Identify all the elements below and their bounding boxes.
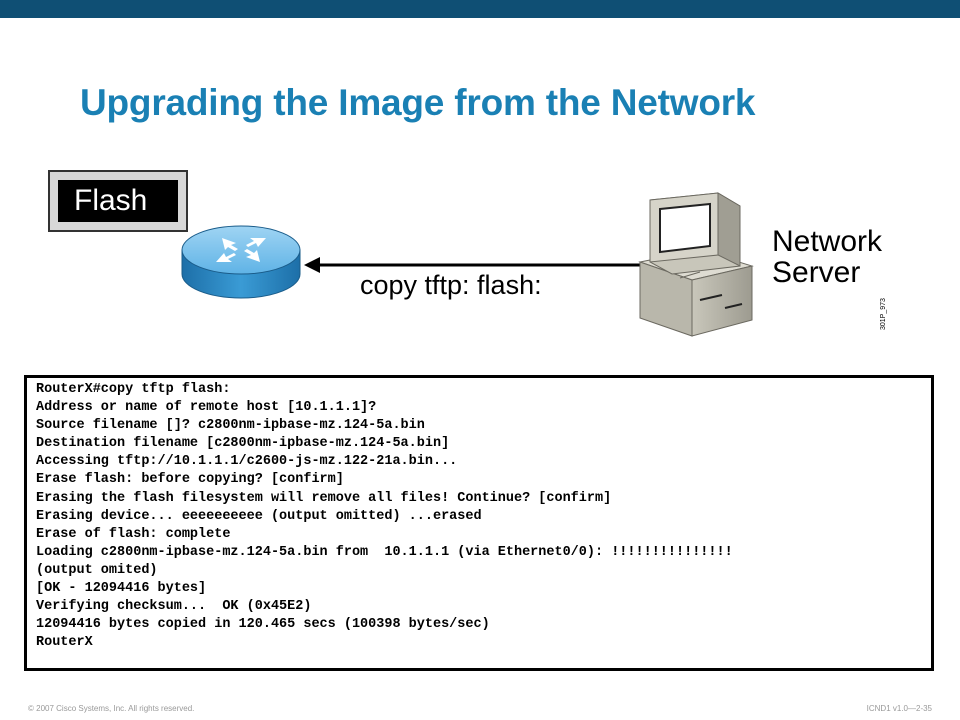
console-line: Accessing tftp://10.1.1.1/c2600-js-mz.12…	[36, 454, 458, 470]
top-banner	[0, 0, 960, 18]
server-label-line2: Server	[772, 256, 861, 289]
flash-memory-box: Flash	[48, 170, 188, 232]
transfer-arrow	[304, 257, 650, 273]
desktop-computer-icon	[638, 192, 754, 337]
network-diagram	[181, 192, 754, 337]
console-line: RouterX#copy tftp flash:	[36, 382, 231, 397]
console-line: Erasing the flash filesystem will remove…	[36, 490, 612, 506]
router-icon	[181, 225, 301, 299]
course-reference-footer: ICND1 v1.0—2-35	[866, 704, 932, 713]
console-line: [OK - 12094416 bytes]	[36, 581, 207, 597]
copyright-footer: © 2007 Cisco Systems, Inc. All rights re…	[28, 704, 195, 713]
console-line: Address or name of remote host [10.1.1.1…	[36, 400, 377, 416]
console-line: (output omited)	[36, 562, 158, 578]
console-line: Source filename []? c2800nm-ipbase-mz.12…	[36, 418, 425, 434]
console-output: RouterX#copy tftp flash: Address or name…	[24, 375, 934, 671]
console-line: Verifying checksum... OK (0x45E2)	[36, 599, 312, 615]
copy-command-label: copy tftp: flash:	[360, 270, 542, 300]
network-server-label: Network Server	[772, 226, 882, 288]
console-line: Erase flash: before copying? [confirm]	[36, 472, 344, 488]
server-label-line1: Network	[772, 225, 883, 258]
console-line: Erasing device... eeeeeeeeee (output omi…	[36, 508, 482, 524]
console-line: Loading c2800nm-ipbase-mz.124-5a.bin fro…	[36, 544, 733, 560]
console-line: 12094416 bytes copied in 120.465 secs (1…	[36, 617, 490, 633]
console-line: Destination filename [c2800nm-ipbase-mz.…	[36, 436, 450, 452]
flash-label: Flash	[58, 180, 178, 222]
figure-id: 301P_973	[880, 298, 887, 330]
console-line: RouterX	[36, 635, 93, 651]
console-line: Erase of flash: complete	[36, 526, 231, 542]
slide-title: Upgrading the Image from the Network	[80, 82, 756, 123]
